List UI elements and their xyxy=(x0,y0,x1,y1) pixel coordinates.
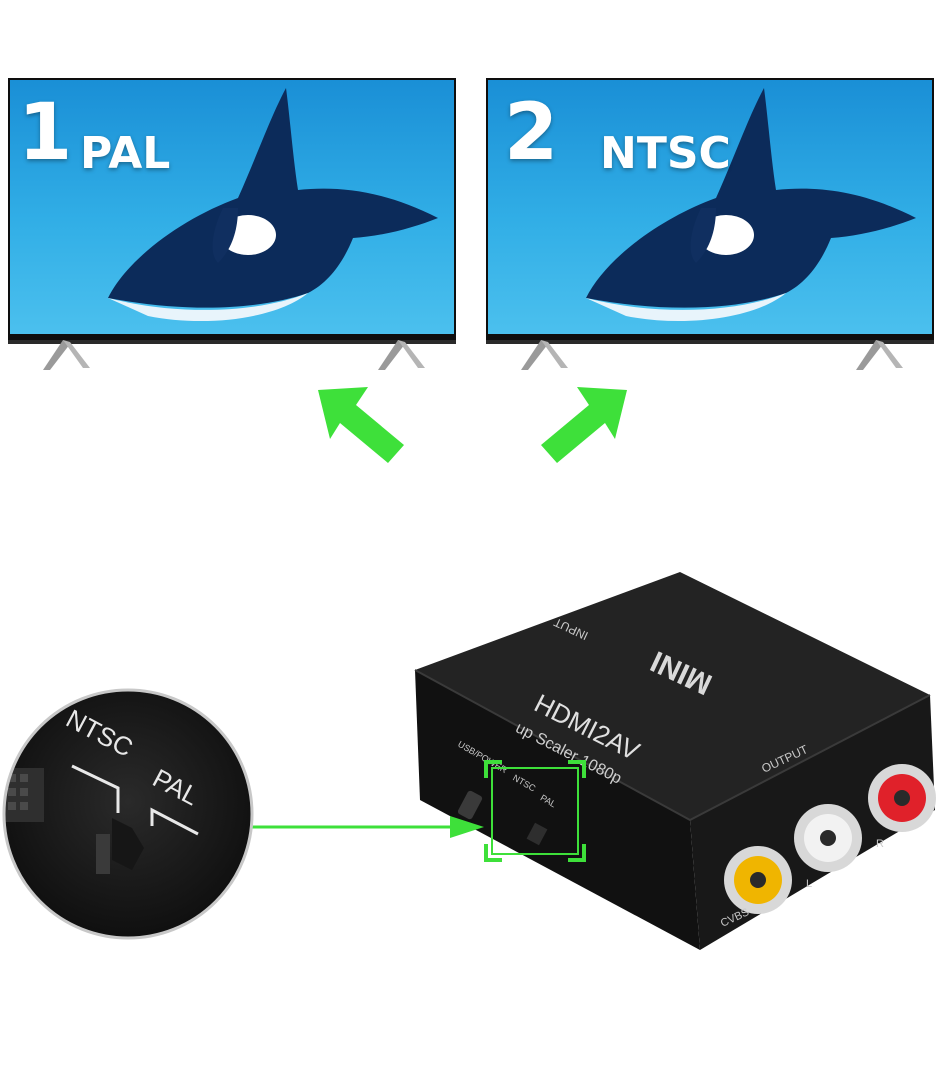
rca-right-red xyxy=(868,764,936,832)
tv-right-mode: NTSC xyxy=(600,128,731,179)
tv-right-illustration xyxy=(486,78,934,370)
zoom-circle xyxy=(2,688,254,940)
orca-right xyxy=(586,88,916,322)
switch-highlight-brackets xyxy=(484,760,586,862)
tv-left-number: 1 xyxy=(18,88,72,178)
tv-left-mode: PAL xyxy=(80,128,171,179)
port-label-r: R xyxy=(876,838,884,850)
tv-left-illustration xyxy=(8,78,456,370)
zoom-connector-arrow-icon xyxy=(250,816,484,838)
arrow-up-left-icon xyxy=(318,387,404,463)
rca-left-white xyxy=(794,804,862,872)
orca-left xyxy=(108,88,438,322)
tv-right-number: 2 xyxy=(504,88,558,178)
arrow-up-right-icon xyxy=(541,387,627,463)
rca-cvbs-yellow xyxy=(724,846,792,914)
converter-device xyxy=(414,572,936,950)
tv-right: 2 NTSC xyxy=(486,78,934,373)
port-label-l: L xyxy=(806,878,813,890)
tv-left: 1 PAL xyxy=(8,78,456,373)
